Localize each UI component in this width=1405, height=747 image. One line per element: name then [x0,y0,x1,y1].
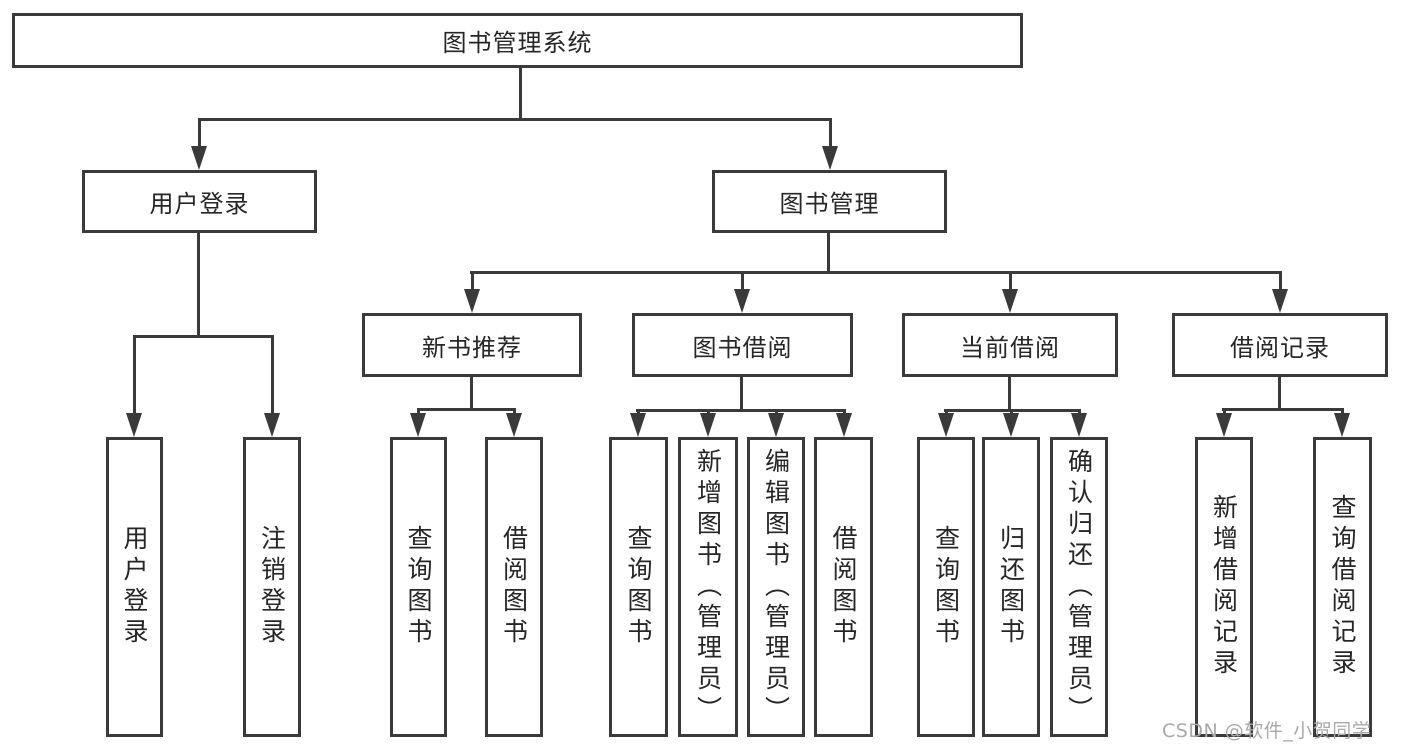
arrow-down-icon [1216,408,1232,437]
connector-records-stub [1278,377,1281,411]
node-label: 图书管理 [779,190,880,218]
node-query-books-current: 查询图书 [917,437,975,737]
arrow-down-icon [191,118,207,170]
node-label: 查询图书 [931,525,961,649]
connector-user-login-bar [133,335,274,338]
arrow-down-icon [1272,271,1288,313]
node-label: 新书推荐 [422,333,522,362]
arrow-down-icon [1002,271,1018,313]
node-label: 查询借阅记录 [1328,494,1357,680]
node-label: 查询图书 [404,525,433,649]
connector-root-bar [198,118,831,121]
node-edit-book-admin: 编辑图书（管理员） [747,437,805,737]
node-library-system: 图书管理系统 [12,13,1023,68]
node-label: 确认归还（管理员） [1064,447,1094,727]
connector-book-mgmt-stub [827,233,830,274]
arrow-down-icon [734,271,750,313]
arrow-down-icon [700,409,716,437]
node-user-login-action: 用户登录 [106,437,163,737]
node-add-book-admin: 新增图书（管理员） [678,437,738,737]
node-borrowing-records: 借阅记录 [1172,313,1388,377]
node-label: 编辑图书（管理员） [761,447,791,727]
arrow-down-icon [630,409,646,437]
node-logout: 注销登录 [243,437,301,737]
connector-book-borrow-stub [740,377,743,412]
connector-records-bar [1222,408,1344,411]
node-new-book-recommend: 新书推荐 [362,313,582,377]
node-label: 新增图书（管理员） [693,447,723,727]
arrow-down-icon [768,409,784,437]
arrow-down-icon [1003,409,1019,437]
node-label: 查询图书 [624,525,653,649]
connector-current-borrow-bar [944,409,1081,412]
node-query-books-recommend: 查询图书 [390,437,447,737]
arrow-down-icon [126,335,142,437]
node-book-borrowing: 图书借阅 [632,313,853,377]
node-add-borrow-record: 新增借阅记录 [1195,437,1253,737]
watermark-text: CSDN @软件_小贺同学 [1162,720,1372,742]
node-borrow-books-action: 借阅图书 [814,437,873,737]
arrow-down-icon [938,409,954,437]
node-label: 借阅记录 [1230,333,1330,362]
node-label: 归还图书 [996,525,1026,649]
connector-new-book-bar [417,408,516,411]
node-query-books-borrow: 查询图书 [609,437,668,737]
arrow-down-icon [506,408,522,437]
arrow-down-icon [1071,409,1087,437]
node-label: 新增借阅记录 [1209,494,1239,680]
node-label: 借阅图书 [499,525,529,649]
node-label: 注销登录 [257,525,287,649]
connector-current-borrow-stub [1008,377,1011,412]
connector-root-stub [519,66,522,121]
node-label: 当前借阅 [960,333,1060,362]
arrow-down-icon [822,118,838,170]
node-label: 图书借阅 [692,333,793,362]
node-return-books: 归还图书 [982,437,1040,737]
node-borrow-books-recommend: 借阅图书 [485,437,543,737]
connector-book-mgmt-bar [470,271,1282,274]
arrow-down-icon [836,409,852,437]
arrow-down-icon [410,408,426,437]
connector-user-login-stub [197,233,200,338]
node-book-management: 图书管理 [712,170,947,233]
node-current-borrowing: 当前借阅 [902,313,1118,377]
arrow-down-icon [464,271,480,313]
node-confirm-return-admin: 确认归还（管理员） [1050,437,1108,737]
connector-new-book-stub [470,377,473,411]
node-label: 借阅图书 [829,525,858,649]
node-label: 用户登录 [149,190,250,218]
node-user-login: 用户登录 [82,170,317,233]
arrow-down-icon [1334,408,1350,437]
arrow-down-icon [264,335,280,437]
connector-book-borrow-bar [636,409,846,412]
node-label: 图书管理系统 [442,29,593,57]
node-label: 用户登录 [120,525,149,649]
node-query-borrow-record: 查询借阅记录 [1313,437,1372,737]
